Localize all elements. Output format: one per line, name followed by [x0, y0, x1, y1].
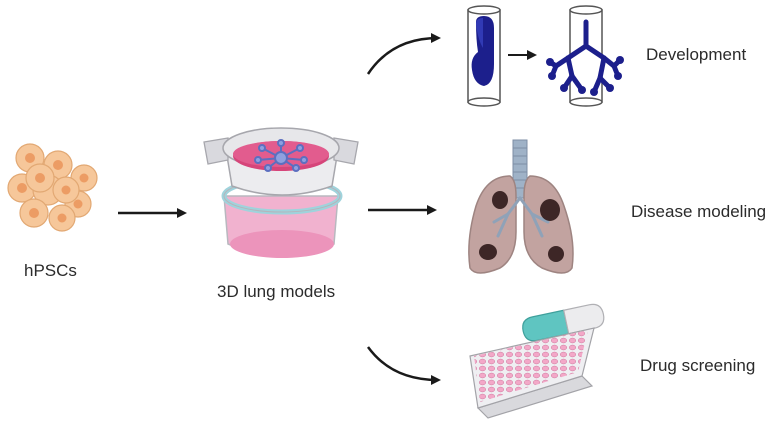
lung-icon [468, 139, 574, 274]
tube-branching-icon [546, 5, 624, 107]
transwell-insert-icon [203, 127, 359, 258]
development-label: Development [646, 45, 747, 64]
hpsc-label: hPSCs [24, 261, 77, 280]
organoid-icon [254, 139, 308, 172]
tube-bud-icon [467, 5, 501, 107]
3d-lung-models-label: 3D lung models [217, 282, 336, 301]
arrow-model-to-drug [366, 346, 441, 385]
capsule-icon [522, 303, 605, 342]
well-plate-icon [469, 327, 595, 419]
arrow-model-to-development [366, 33, 441, 75]
drug-screening-label: Drug screening [640, 356, 756, 375]
cell-cluster-icon [7, 143, 98, 232]
disease-modeling-label: Disease modeling [631, 202, 767, 221]
